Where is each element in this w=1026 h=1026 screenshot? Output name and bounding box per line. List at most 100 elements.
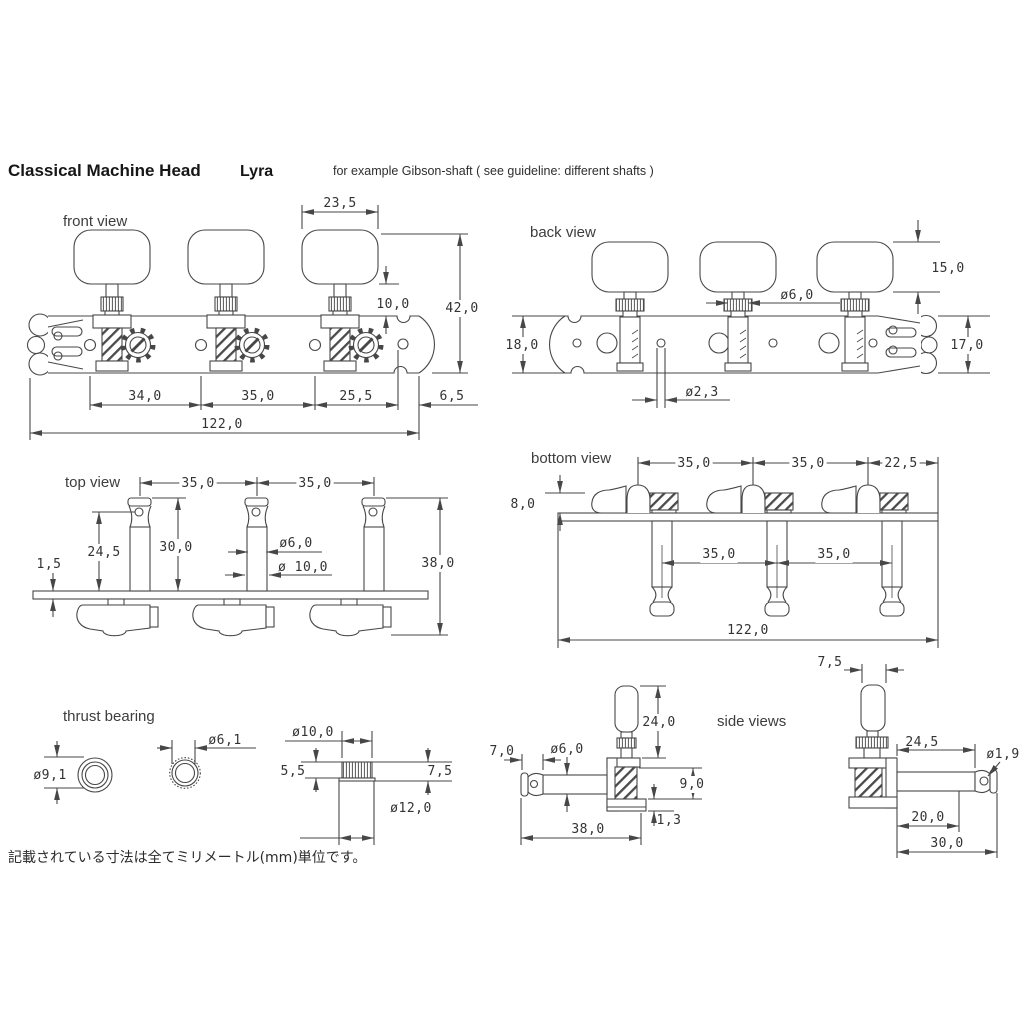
gear-screw-slot bbox=[358, 337, 374, 353]
button bbox=[301, 229, 379, 285]
small-screw-hole bbox=[868, 338, 878, 348]
worm bbox=[101, 327, 123, 362]
bottom-unit-1 bbox=[591, 484, 679, 617]
model-name: Lyra bbox=[240, 163, 273, 180]
lyra-slot bbox=[885, 347, 917, 358]
button bbox=[614, 685, 639, 733]
svg-text:ø1,9: ø1,9 bbox=[986, 747, 1019, 762]
string-hole bbox=[368, 507, 378, 517]
svg-text:35,0: 35,0 bbox=[791, 456, 824, 471]
svg-text:ø 10,0: ø 10,0 bbox=[278, 560, 328, 575]
dim-side-post-length: 30,0 bbox=[897, 793, 998, 858]
button bbox=[591, 241, 669, 293]
svg-text:42,0: 42,0 bbox=[445, 301, 478, 316]
post-clearance-hole bbox=[708, 332, 730, 354]
worm bbox=[649, 492, 679, 511]
dim-back-plate-width-right: 17,0 bbox=[938, 315, 990, 374]
dim-bottom-post-pitch: 35,0 35,0 bbox=[662, 546, 892, 566]
dim-top-pitch-chain: 35,0 35,0 bbox=[139, 475, 375, 496]
dim-knurl-dia: ø10,0 bbox=[285, 725, 373, 758]
front-plate bbox=[47, 315, 436, 374]
bottom-view-label: bottom view bbox=[531, 450, 611, 467]
plate-edge bbox=[557, 512, 939, 522]
lyra-slot bbox=[885, 327, 917, 338]
dim-side-plate-thickness: 1,3 bbox=[648, 784, 681, 828]
bottom-unit-2 bbox=[706, 484, 794, 617]
string-post bbox=[844, 316, 866, 364]
dim-washer-dia: ø9,1 bbox=[33, 741, 84, 804]
svg-text:35,0: 35,0 bbox=[181, 476, 214, 491]
small-screw-hole bbox=[572, 338, 582, 348]
worm bbox=[854, 767, 883, 798]
string-post bbox=[727, 316, 749, 364]
svg-text:7,5: 7,5 bbox=[818, 655, 843, 670]
dim-bottom-overall-length: 122,0 bbox=[557, 521, 939, 648]
knurled-bushing bbox=[615, 298, 645, 312]
lyra-slot-hole bbox=[888, 325, 898, 335]
dim-bottom-pitch-chain: 35,0 35,0 22,5 bbox=[637, 455, 939, 513]
dim-front-button-width: 23,5 bbox=[301, 196, 379, 229]
svg-text:122,0: 122,0 bbox=[727, 623, 769, 638]
front-view: front view bbox=[26, 196, 481, 440]
dim-top-cap-dia: ø 10,0 bbox=[225, 560, 332, 578]
svg-text:ø6,0: ø6,0 bbox=[279, 536, 312, 551]
dim-top-plate-thickness: 1,5 bbox=[37, 557, 61, 617]
svg-text:10,0: 10,0 bbox=[376, 297, 409, 312]
bottom-view: bottom view 35,0 35, bbox=[511, 450, 939, 648]
svg-text:6,5: 6,5 bbox=[440, 389, 465, 404]
small-screw-hole bbox=[768, 338, 778, 348]
tuner-unit-2 bbox=[187, 229, 270, 372]
back-view-label: back view bbox=[530, 224, 596, 241]
back-plate bbox=[548, 315, 921, 374]
dim-knurl-height: 5,5 bbox=[281, 748, 342, 792]
svg-text:24,5: 24,5 bbox=[87, 545, 120, 560]
dim-side-tip-length: 7,0 bbox=[490, 744, 561, 770]
svg-text:ø6,0: ø6,0 bbox=[550, 742, 583, 757]
lyra-slot-hole bbox=[53, 351, 63, 361]
back-tuner-unit-3 bbox=[816, 241, 894, 372]
bearing-side-view bbox=[338, 761, 376, 782]
svg-text:30,0: 30,0 bbox=[159, 540, 192, 555]
svg-text:22,5: 22,5 bbox=[884, 456, 917, 471]
string-post bbox=[896, 771, 976, 792]
top-post-2 bbox=[244, 497, 269, 592]
gear-screw-slot bbox=[244, 337, 260, 353]
svg-text:17,0: 17,0 bbox=[950, 338, 983, 353]
svg-text:38,0: 38,0 bbox=[571, 822, 604, 837]
dim-back-screw-hole-dia: ø2,3 bbox=[632, 348, 730, 408]
string-post bbox=[619, 316, 641, 364]
mount-screw-hole bbox=[194, 338, 208, 352]
dim-back-post-dia: ø6,0 bbox=[706, 288, 840, 306]
svg-text:35,0: 35,0 bbox=[677, 456, 710, 471]
mount-screw-hole bbox=[397, 338, 409, 350]
back-tuner-unit-1 bbox=[591, 241, 669, 372]
mount-screw-hole bbox=[83, 338, 97, 352]
dim-top-hole-height: 24,5 bbox=[85, 511, 135, 591]
knurled-bushing bbox=[100, 296, 124, 312]
worm bbox=[329, 327, 351, 362]
lyra-slot bbox=[51, 346, 83, 357]
gear-teeth bbox=[120, 327, 156, 363]
dim-back-plate-width-left: 18,0 bbox=[503, 315, 565, 374]
svg-text:20,0: 20,0 bbox=[911, 810, 944, 825]
tuner-unit-1 bbox=[73, 229, 156, 372]
worm bbox=[879, 492, 909, 511]
worm bbox=[215, 327, 237, 362]
button bbox=[816, 241, 894, 293]
svg-text:7,5: 7,5 bbox=[428, 764, 453, 779]
button bbox=[860, 684, 886, 732]
lyra-slot-hole bbox=[53, 331, 63, 341]
dim-side-hole-distance: 24,5 bbox=[896, 735, 976, 768]
mount-screw-hole bbox=[308, 338, 322, 352]
svg-text:ø2,3: ø2,3 bbox=[685, 385, 718, 400]
knurled-bushing bbox=[840, 298, 870, 312]
svg-text:30,0: 30,0 bbox=[930, 836, 963, 851]
tuner-unit-3 bbox=[301, 229, 384, 372]
dim-front-pitch-chain: 34,0 35,0 25,5 6,5 bbox=[89, 350, 478, 440]
post-clearance-hole bbox=[596, 332, 618, 354]
page-title: Classical Machine Head bbox=[8, 161, 201, 180]
svg-text:24,0: 24,0 bbox=[642, 715, 675, 730]
worm bbox=[614, 766, 638, 801]
knurled-bushing bbox=[723, 298, 753, 312]
svg-text:5,5: 5,5 bbox=[281, 764, 306, 779]
